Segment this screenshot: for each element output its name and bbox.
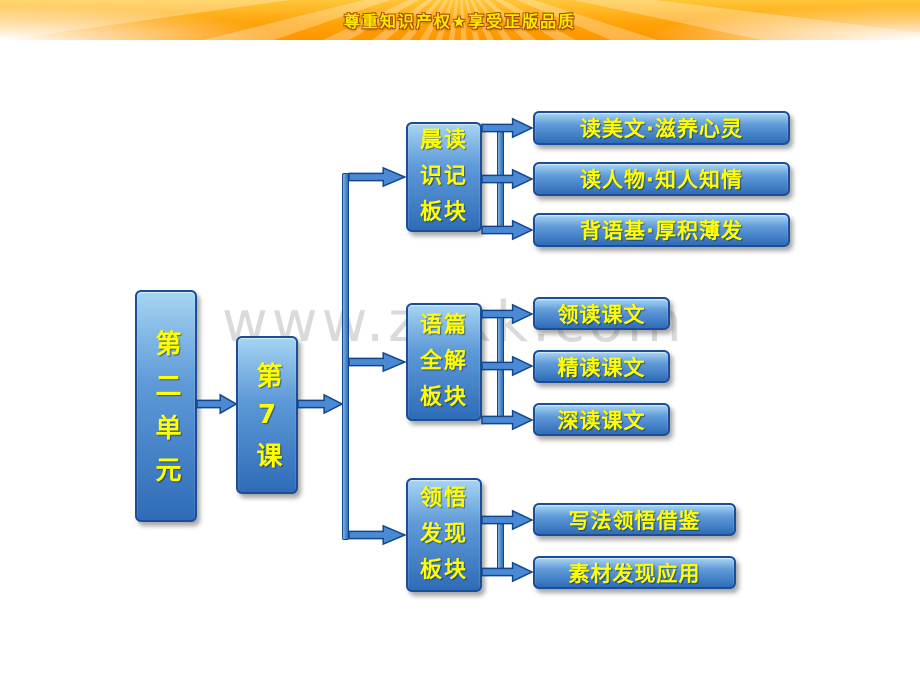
section-3-line-1: 领悟 — [419, 486, 468, 511]
trunk-connector — [342, 173, 349, 540]
section-box-2: 语篇 全解 板块 — [406, 303, 482, 421]
leaf-label: 领读课文 — [557, 302, 646, 327]
leaf-box-2-2: 精读课文 — [533, 350, 670, 383]
lesson-box: 第7课 — [236, 336, 298, 494]
banner: 尊重知识产权★享受正版品质 — [0, 0, 920, 40]
arrow-right-icon — [298, 393, 343, 415]
arrow-right-icon — [482, 219, 533, 241]
leaf-label: 写法领悟借鉴 — [568, 508, 701, 533]
leaf-label: 读人物·知人知情 — [580, 168, 743, 192]
arrow-right-icon — [482, 509, 533, 531]
section-2-line-2: 全解 — [419, 349, 468, 374]
unit-label: 第二单元 — [151, 330, 181, 498]
leaf-box-2-3: 深读课文 — [533, 403, 670, 436]
leaf-label: 素材发现应用 — [568, 561, 701, 586]
leaf-label: 深读课文 — [557, 408, 646, 433]
section-box-3: 领悟 发现 板块 — [406, 478, 482, 592]
banner-text: 尊重知识产权★享受正版品质 — [343, 12, 577, 31]
section-1-line-1: 晨读 — [419, 128, 468, 153]
arrow-right-icon — [482, 561, 533, 583]
arrow-right-icon — [482, 303, 533, 325]
leaf-label: 精读课文 — [557, 355, 646, 380]
section-2-line-3: 板块 — [419, 385, 468, 410]
arrow-right-icon — [197, 393, 237, 415]
section-box-1: 晨读 识记 板块 — [406, 122, 482, 232]
leaf-box-1-3: 背语基·厚积薄发 — [533, 213, 790, 247]
arrow-right-icon — [349, 524, 406, 546]
lesson-label: 第7课 — [252, 362, 282, 480]
leaf-box-2-1: 领读课文 — [533, 297, 670, 330]
leaf-label: 背语基·厚积薄发 — [580, 219, 743, 243]
leaf-box-3-2: 素材发现应用 — [533, 556, 736, 589]
section-3-line-3: 板块 — [419, 558, 468, 583]
section-1-line-3: 板块 — [419, 200, 468, 225]
arrow-right-icon — [349, 166, 406, 188]
section-2-line-1: 语篇 — [419, 313, 468, 338]
arrow-right-icon — [349, 351, 406, 373]
arrow-right-icon — [482, 117, 533, 139]
unit-box: 第二单元 — [135, 290, 197, 522]
leaf-label: 读美文·滋养心灵 — [580, 117, 743, 141]
leaf-box-1-1: 读美文·滋养心灵 — [533, 111, 790, 145]
arrow-right-icon — [482, 168, 533, 190]
leaf-box-3-1: 写法领悟借鉴 — [533, 503, 736, 536]
section-1-line-2: 识记 — [419, 164, 468, 189]
section-3-line-2: 发现 — [419, 522, 468, 547]
leaf-box-1-2: 读人物·知人知情 — [533, 162, 790, 196]
arrow-right-icon — [482, 355, 533, 377]
arrow-right-icon — [482, 409, 533, 431]
